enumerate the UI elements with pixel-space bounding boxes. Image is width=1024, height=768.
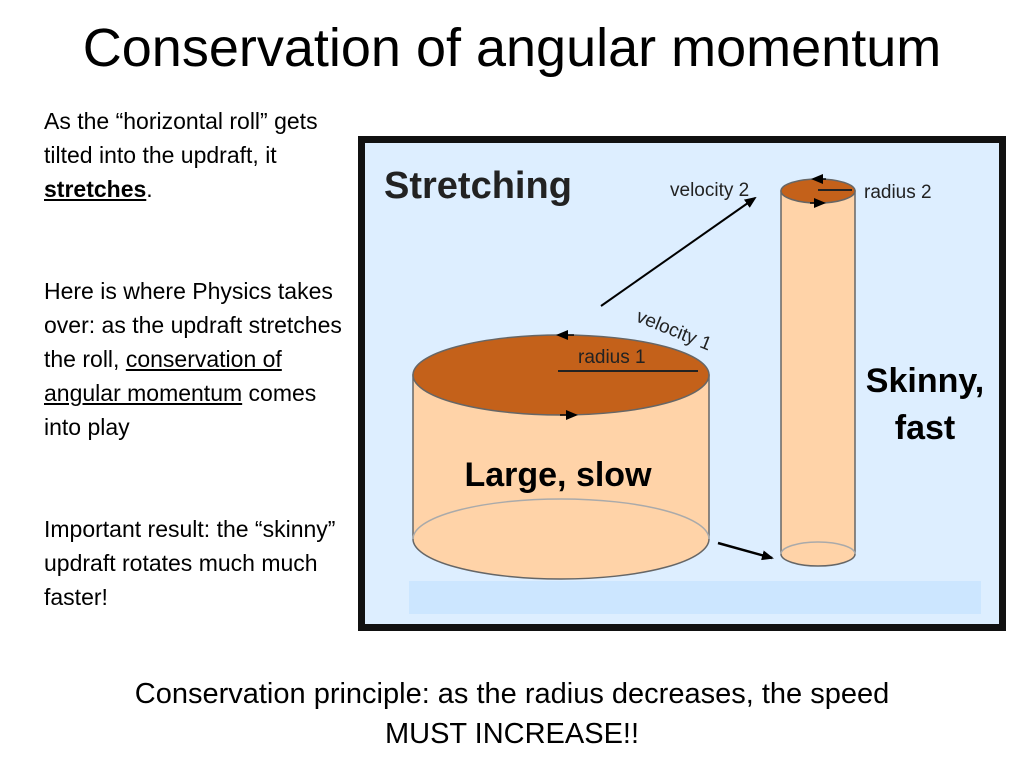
slide-title: Conservation of angular momentum bbox=[82, 18, 942, 78]
diagram-canvas: Stretching radius 1 radius 2 velocity 2 … bbox=[358, 136, 1006, 631]
para2-text: Here is where Physics takes over: as the… bbox=[44, 278, 342, 372]
para2-end: comes into play bbox=[44, 380, 317, 440]
para1-text: As the “horizontal roll” gets tilted int… bbox=[44, 108, 318, 168]
radius1-label: radius 1 bbox=[578, 347, 646, 368]
skinny-label-line2: fast bbox=[895, 409, 955, 447]
paragraph-stretches: As the “horizontal roll” gets tilted int… bbox=[44, 104, 354, 206]
stretching-diagram: Stretching radius 1 radius 2 velocity 2 … bbox=[358, 136, 1006, 631]
skinny-label-line1: Skinny, bbox=[866, 362, 984, 400]
radius2-label: radius 2 bbox=[864, 182, 932, 203]
conservation-link[interactable]: conservation of angular momentum bbox=[44, 346, 282, 406]
principle-line2: MUST INCREASE!! bbox=[384, 718, 640, 750]
stretches-emphasis: stretches bbox=[44, 176, 147, 202]
paragraph-physics: Here is where Physics takes over: as the… bbox=[44, 274, 354, 444]
conservation-principle: Conservation principle: as the radius de… bbox=[0, 674, 1024, 754]
stretching-heading: Stretching bbox=[384, 165, 572, 207]
principle-line1: Conservation principle: as the radius de… bbox=[134, 678, 890, 710]
large-slow-label: Large, slow bbox=[464, 456, 652, 494]
caption-bar bbox=[409, 581, 981, 614]
large-cylinder bbox=[412, 334, 710, 580]
stretch-arrow bbox=[717, 541, 774, 561]
explanation-text: As the “horizontal roll” gets tilted int… bbox=[44, 104, 354, 614]
velocity2-label: velocity 2 bbox=[670, 180, 749, 201]
velocity-arrow bbox=[600, 196, 757, 307]
skinny-cylinder bbox=[780, 178, 856, 567]
paragraph-result: Important result: the “skinny” updraft r… bbox=[44, 516, 336, 610]
para1-end: . bbox=[146, 176, 153, 202]
